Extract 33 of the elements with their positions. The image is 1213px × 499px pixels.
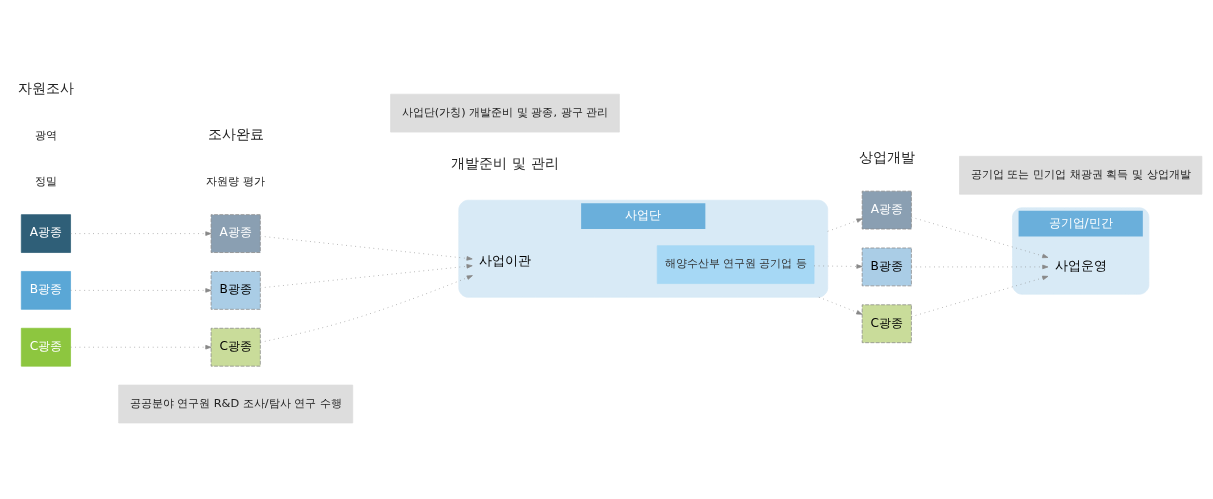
node-box: C광종: [20, 327, 71, 367]
node-box: C광종: [210, 327, 261, 367]
label: 자원량 평가: [206, 173, 266, 188]
label: 자원조사: [17, 80, 74, 97]
node-box: 공기업 또는 민기업 채광권 획득 및 상업개발: [959, 155, 1203, 195]
node-box: C광종: [861, 304, 912, 344]
node-text: 사업운영: [1054, 258, 1107, 274]
arrow: [911, 275, 1049, 318]
arrow: [70, 231, 212, 236]
node-box: 공공분야 연구원 R&D 조사/탐사 연구 수행: [118, 384, 354, 424]
arrow: [260, 235, 473, 261]
node-box: B광종: [210, 271, 261, 310]
node-box: B광종: [20, 271, 71, 310]
arrow: [911, 216, 1049, 259]
node-box: A광종: [861, 190, 912, 230]
arrow: [260, 275, 473, 343]
arrow: [70, 345, 212, 350]
arrow: [813, 264, 863, 269]
label: 개발준비 및 관리: [451, 155, 559, 172]
node-box: 해양수산부 연구원 공기업 등: [656, 245, 815, 284]
node-box: A광종: [20, 214, 71, 253]
arrow: [818, 296, 863, 315]
node-box: 사업단(가칭) 개발준비 및 광종, 광구 관리: [390, 93, 620, 133]
node-text: 사업이관: [478, 253, 531, 269]
arrow: [260, 264, 473, 289]
label: 광역: [34, 127, 57, 142]
label: 조사완료: [207, 126, 264, 143]
node-box: A광종: [210, 214, 261, 253]
arrow: [827, 218, 863, 232]
label: 상업개발: [858, 149, 915, 166]
label: 정밀: [34, 173, 57, 188]
arrow: [70, 288, 212, 293]
node-box: B광종: [861, 247, 912, 287]
